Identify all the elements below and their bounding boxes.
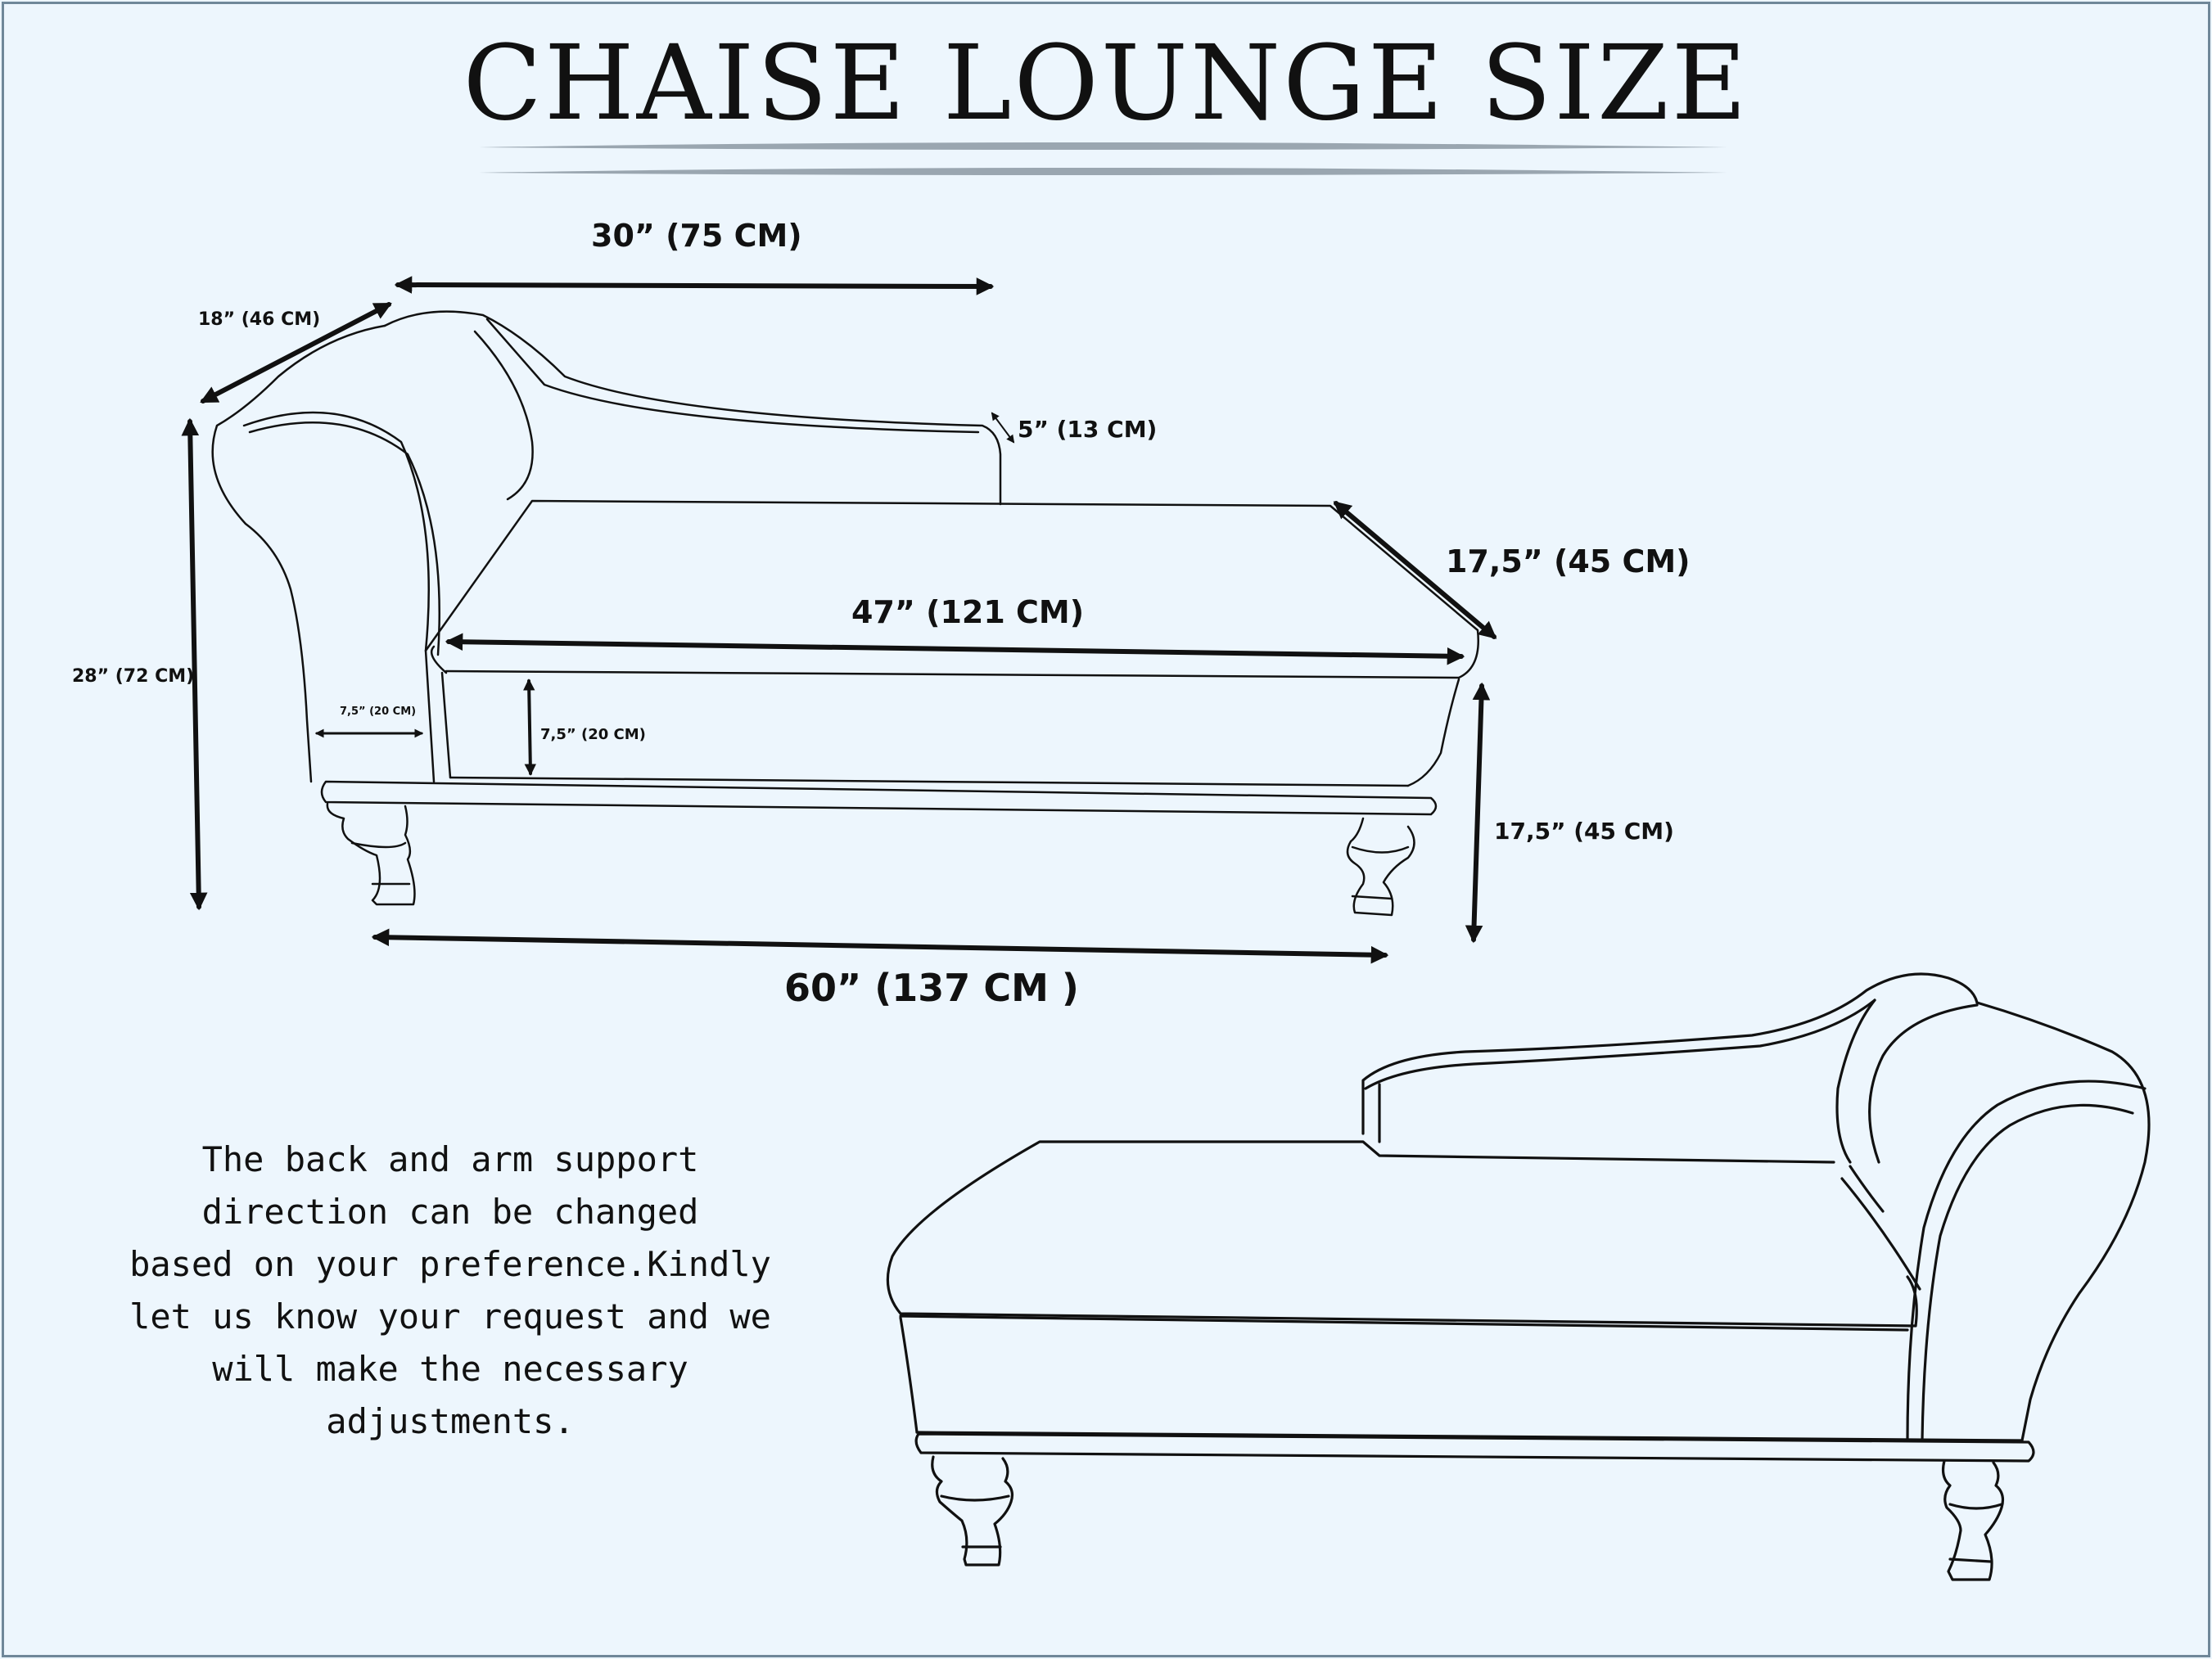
label-seat-depth: 17,5” (45 CM): [1446, 543, 1691, 579]
label-total-height: 28” (72 CM): [72, 666, 195, 687]
title-underline: [479, 142, 1727, 175]
note-line: direction can be changed: [201, 1192, 699, 1232]
arrow-seat-depth: [1333, 501, 1497, 639]
label-back-thickness: 5” (13 CM): [1018, 416, 1158, 443]
arrow-back-thickness: [991, 412, 1015, 444]
arrow-total-height: [181, 417, 208, 911]
arrow-back-length: [394, 276, 995, 295]
label-back-length: 30” (75 CM): [591, 218, 802, 254]
page-title: CHAISE LOUNGE SIZE: [463, 23, 1749, 143]
arrow-arm-depth: [200, 302, 392, 403]
arrow-cushion-height: [523, 678, 536, 776]
chaise-perspective-view: [886, 972, 2151, 1581]
label-total-length: 60” (137 CM ): [784, 966, 1079, 1010]
note-line: will make the necessary adjustments.: [212, 1349, 688, 1441]
label-arm-width: 7,5” (20 CM): [340, 706, 417, 718]
label-seat-height: 17,5” (45 CM): [1494, 818, 1674, 845]
adjustment-note: The back and arm support direction can b…: [90, 1134, 810, 1448]
arrow-seat-height: [1465, 682, 1491, 944]
note-line: The back and arm support: [201, 1139, 699, 1179]
label-arm-depth: 18” (46 CM): [198, 309, 321, 330]
arrow-seat-length: [445, 633, 1465, 665]
label-seat-length: 47” (121 CM): [851, 594, 1085, 630]
note-line: let us know your request and we: [129, 1296, 771, 1337]
note-line: based on your preference.Kindly: [129, 1244, 771, 1284]
chaise-side-view: [211, 310, 1479, 917]
label-cushion-height: 7,5” (20 CM): [540, 726, 646, 743]
arrow-total-length: [371, 928, 1389, 964]
dimension-arrows: [181, 276, 1497, 964]
